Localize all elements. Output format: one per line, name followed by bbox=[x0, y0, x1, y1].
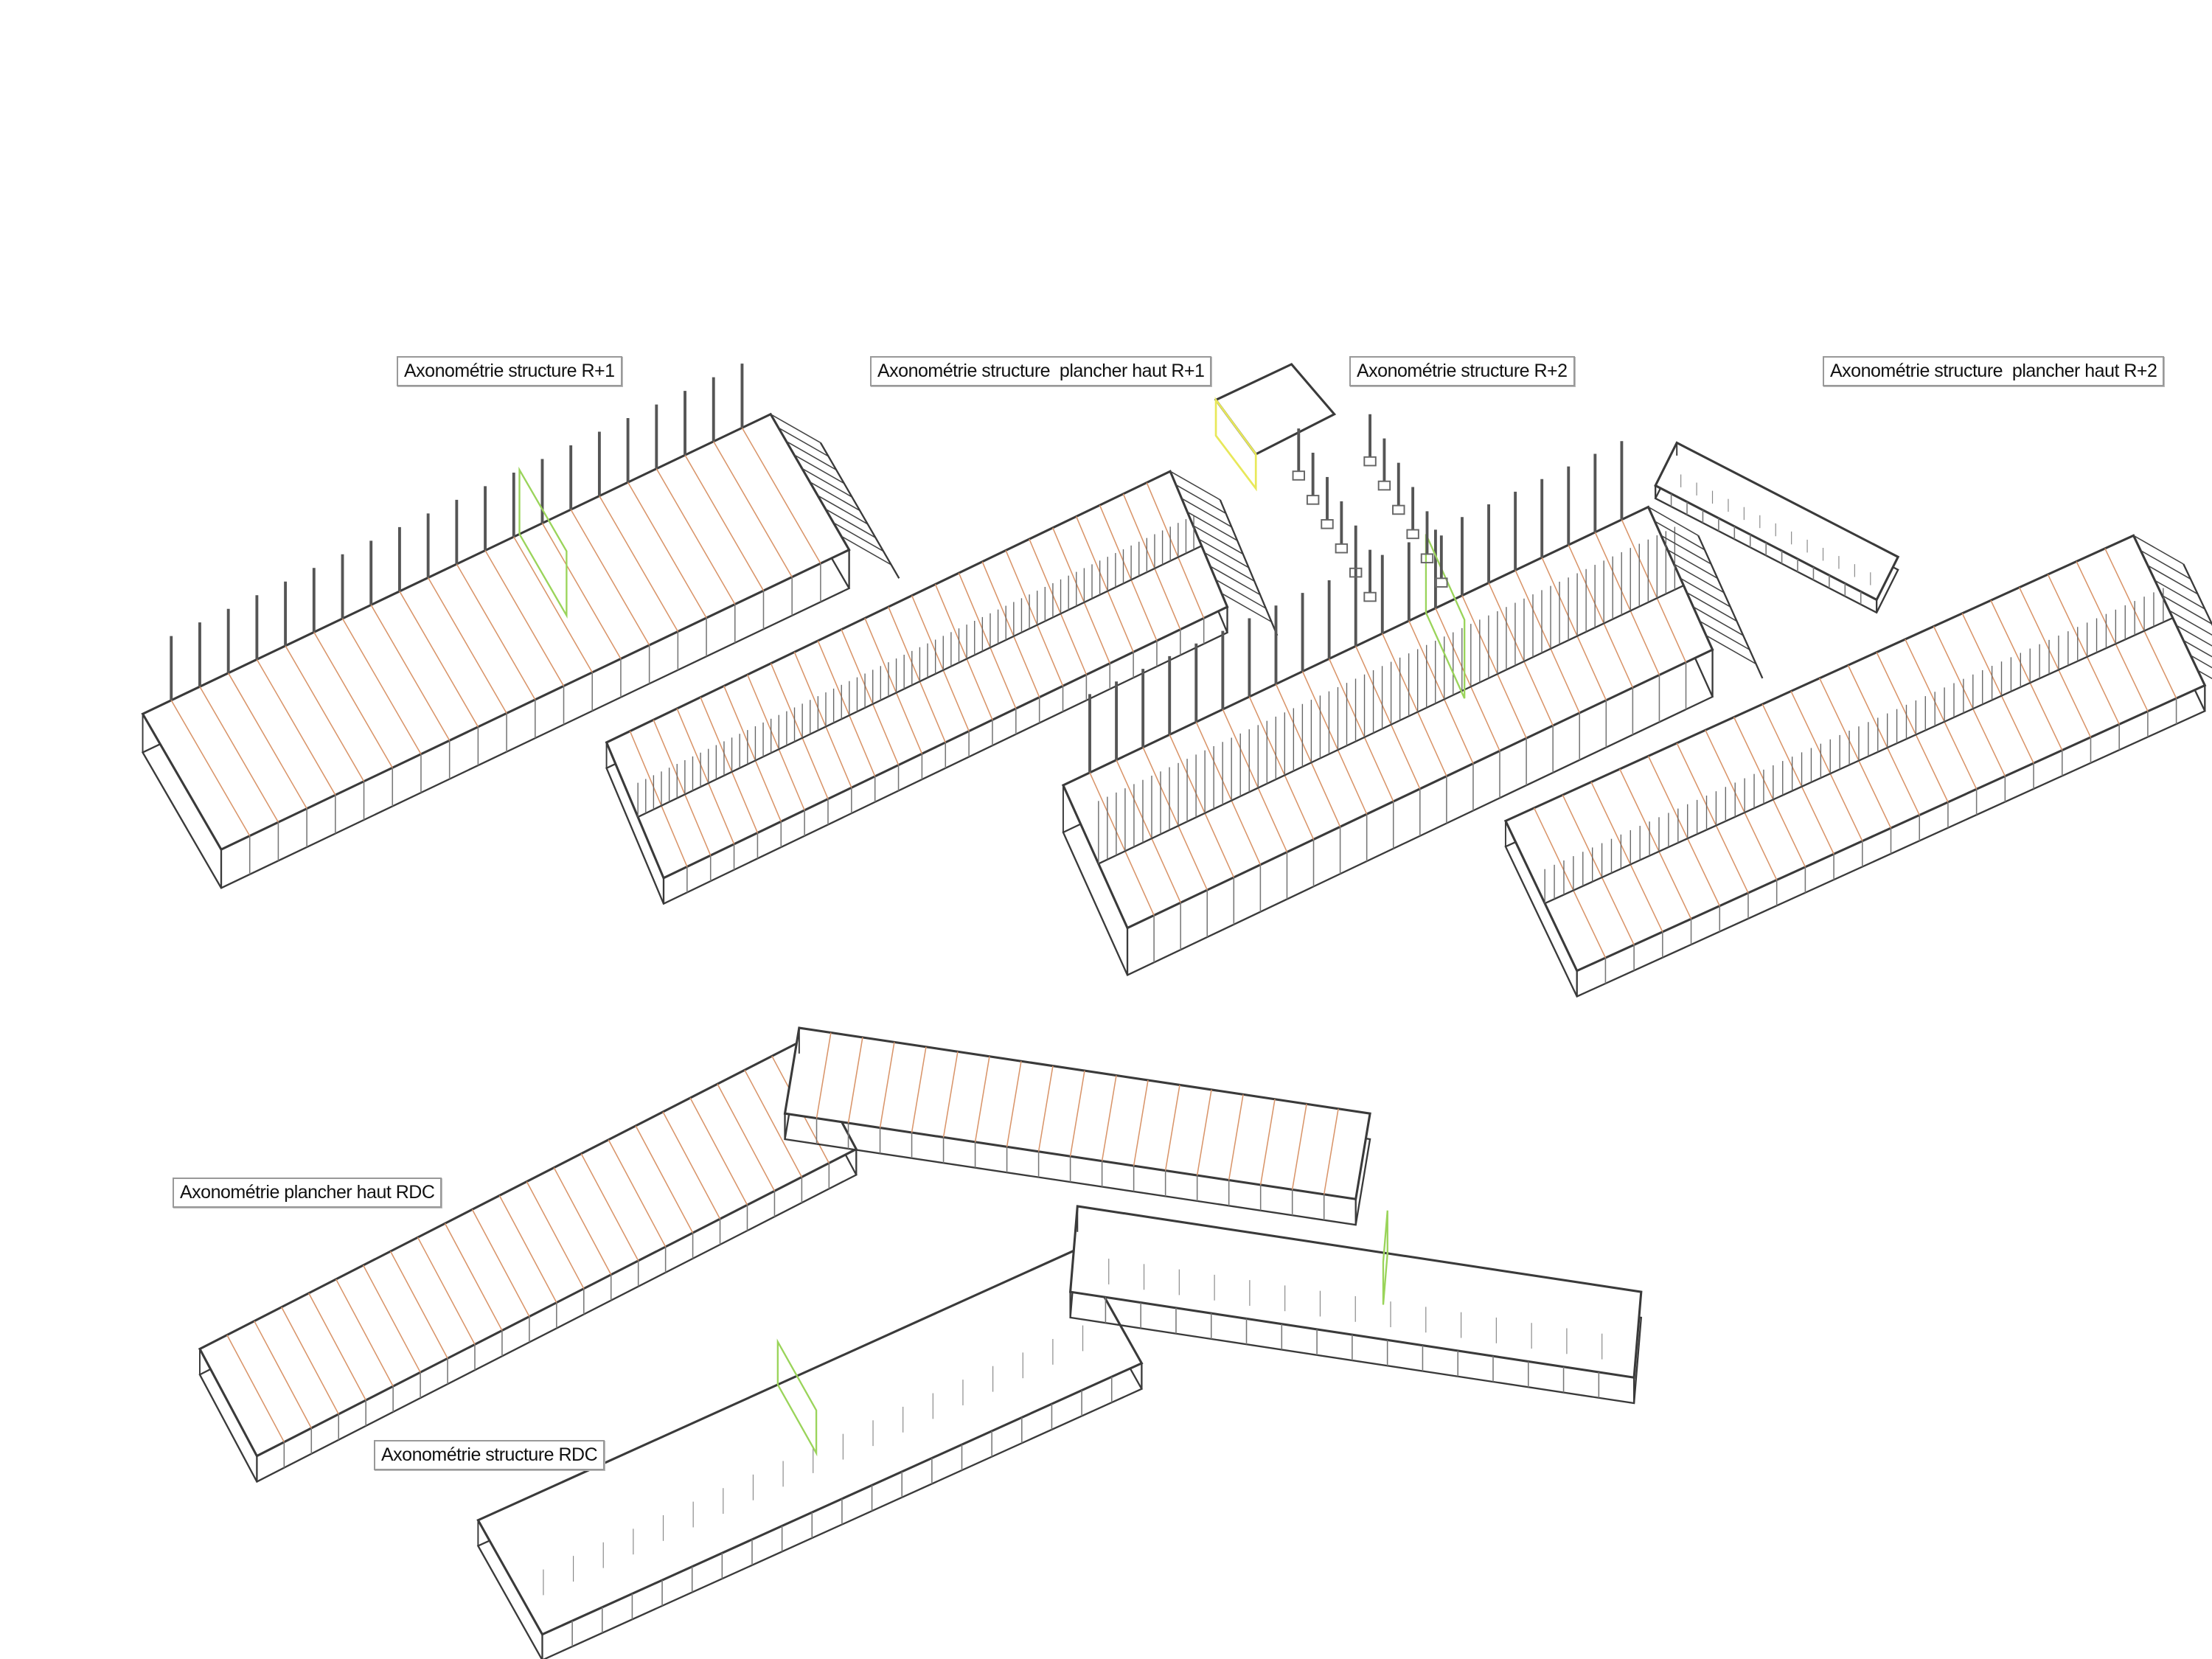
label-structure-rdc: Axonométrie structure RDC bbox=[374, 1440, 605, 1470]
label-plancher-haut-rdc: Axonométrie plancher haut RDC bbox=[173, 1178, 442, 1208]
building-structure-r2 bbox=[1061, 441, 1764, 976]
label-structure-r2: Axonométrie structure R+2 bbox=[1349, 356, 1575, 386]
annex-box-r2 bbox=[1214, 363, 1448, 602]
building-plancher-haut-rdc-east bbox=[783, 1026, 1371, 1226]
label-plancher-haut-r2: Axonométrie structure plancher haut R+2 bbox=[1823, 356, 2165, 386]
label-structure-r1: Axonométrie structure R+1 bbox=[397, 356, 622, 386]
building-plancher-haut-rdc-west bbox=[198, 1040, 858, 1484]
building-plancher-haut-r1 bbox=[605, 470, 1279, 905]
building-structure-rdc-west bbox=[476, 1248, 1144, 1659]
label-plancher-haut-r1: Axonométrie structure plancher haut R+1 bbox=[870, 356, 1212, 386]
annex-roof-r2 bbox=[1654, 441, 1900, 614]
building-structure-rdc-east bbox=[1068, 1205, 1643, 1405]
building-plancher-haut-r2 bbox=[1503, 534, 2212, 998]
building-structure-r1 bbox=[141, 364, 900, 889]
